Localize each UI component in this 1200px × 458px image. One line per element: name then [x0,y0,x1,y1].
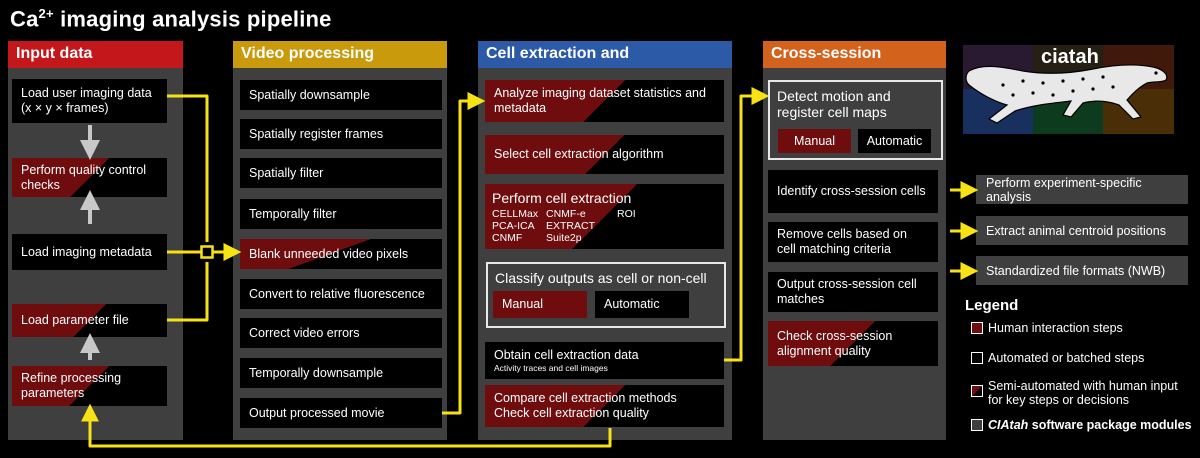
algo-pca-ica: PCA-ICA [492,220,535,232]
video-step-9: Output processed movie [240,398,442,428]
input-step-refine-parameters: Refine processing parameters [12,366,167,406]
output-experiment-analysis: Perform experiment-specific analysis [976,175,1188,204]
classify-label: Classify outputs as cell or non-cell [495,270,707,286]
cell-step-perform-extraction: Perform cell extraction CELLMax CNMF-e R… [485,184,724,249]
page-title: Ca2+ imaging analysis pipeline [10,6,332,32]
video-step-6: Convert to relative fluorescence [240,279,442,309]
obtain-label: Obtain cell extraction data [494,348,639,362]
algo-roi: ROI [617,208,636,220]
cross-step-check: Check cross-session alignment quality [768,321,938,366]
cell-step-classify: Classify outputs as cell or non-cell Man… [486,262,726,328]
cell-step-compare: Compare cell extraction methods Check ce… [485,385,724,427]
algo-cnmf-e: CNMF-e [546,208,586,220]
input-header: Input data [8,41,183,68]
legend-semi-label: Semi-automated with human input for key … [988,379,1178,407]
video-step-1: Spatially downsample [240,80,442,110]
video-step-3: Spatially filter [240,158,442,188]
legend-ciatah-label: CIAtah software package modules [988,418,1192,432]
input-step-load-imaging: Load user imaging data (x × y × frames) [12,79,167,123]
output-nwb-formats: Standardized file formats (NWB) [976,256,1188,285]
detect-automatic: Automatic [858,129,931,153]
video-step-2: Spatially register frames [240,119,442,149]
logo-text: ciatah [1041,46,1099,68]
algo-cellmax: CELLMax [492,208,539,220]
video-step-5: Blank unneeded video pixels [240,239,442,269]
cell-step-obtain: Obtain cell extraction data Activity tra… [485,342,724,379]
cheetah-icon [965,64,1168,124]
ciatah-logo: ciatah [963,45,1174,134]
input-step-load-metadata: Load imaging metadata [12,234,167,270]
video-step-4: Temporally filter [240,199,442,229]
classify-automatic: Automatic [595,291,689,318]
cell-step-select-algorithm: Select cell extraction algorithm [485,135,724,174]
video-header: Video processing [233,41,447,68]
cross-step-output: Output cross-session cell matches [768,272,938,312]
obtain-sublabel: Activity traces and cell images [494,363,608,373]
input-step-load-parameter: Load parameter file [12,304,167,337]
check-label: Check cell extraction quality [494,406,649,420]
legend-title: Legend [965,297,1019,314]
algo-cnmf: CNMF [492,232,523,244]
algo-extract: EXTRACT [546,220,596,232]
classify-manual: Manual [493,291,587,318]
legend-human-label: Human interaction steps [988,321,1123,335]
video-step-8: Temporally downsample [240,358,442,388]
video-step-7: Correct video errors [240,318,442,348]
legend-automated-swatch [971,352,983,364]
legend-automated-label: Automated or batched steps [988,351,1145,365]
algo-suite2p: Suite2p [546,232,582,244]
legend-ciatah-swatch [971,419,983,431]
cross-step-remove: Remove cells based on cell matching crit… [768,222,938,262]
perform-extraction-label: Perform cell extraction [492,190,632,206]
compare-label: Compare cell extraction methods [494,391,677,405]
detect-manual: Manual [778,129,851,153]
legend-semi-swatch [971,385,983,397]
detect-label: Detect motion and register cell maps [777,88,891,120]
legend: Legend Human interaction steps Automated… [963,297,1193,437]
cell-step-analyze: Analyze imaging dataset statistics and m… [485,80,724,122]
cross-step-detect: Detect motion and register cell maps Man… [768,80,943,160]
output-centroid-positions: Extract animal centroid positions [976,216,1188,245]
cross-step-identify: Identify cross-session cells [768,170,938,213]
legend-human-swatch [971,322,983,334]
